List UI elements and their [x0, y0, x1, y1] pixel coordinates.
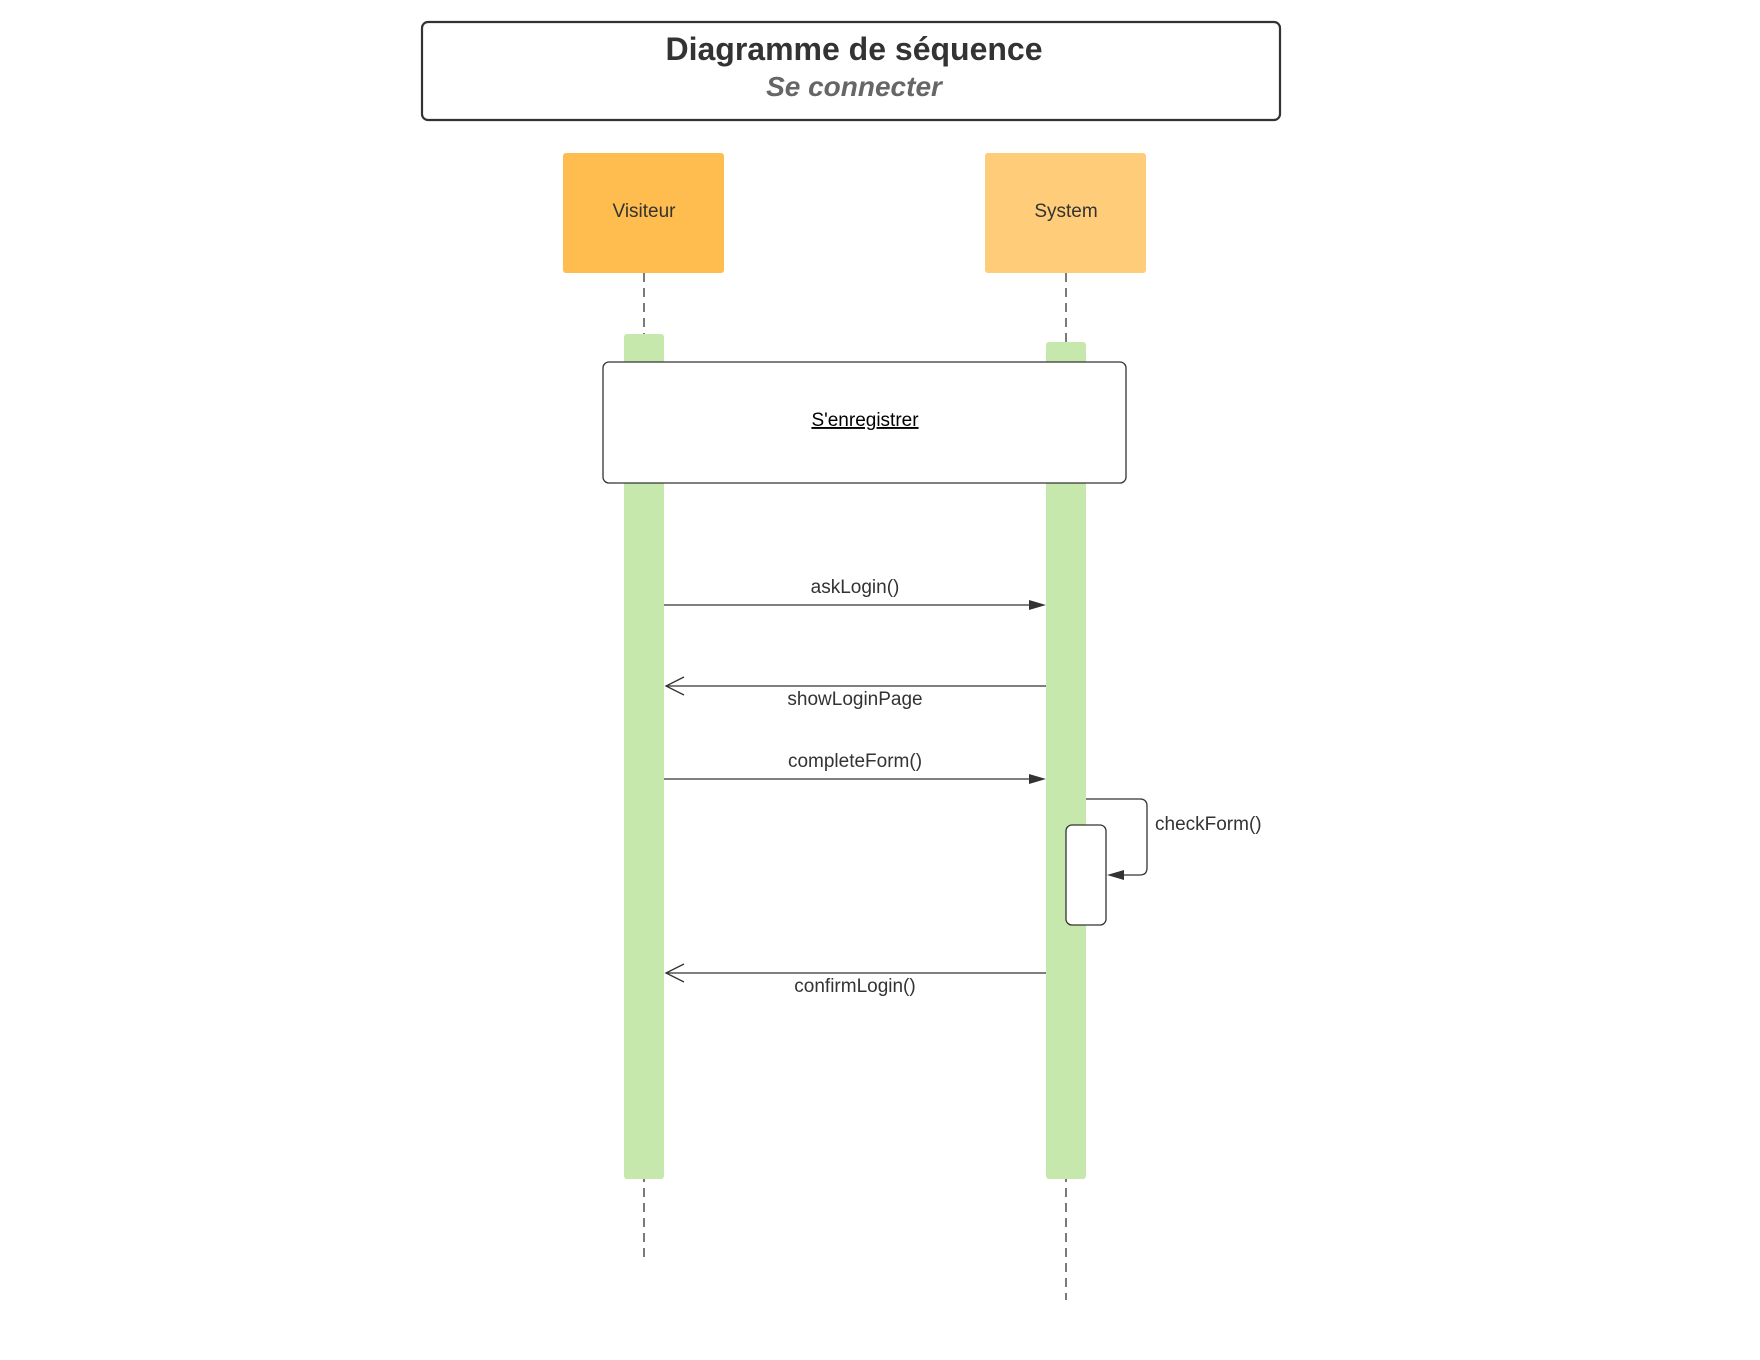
arrowhead-solid — [1107, 870, 1124, 880]
message-asklogin: askLogin() — [664, 577, 1046, 610]
message-showloginpage: showLoginPage — [664, 676, 1046, 710]
arrowhead-open — [664, 676, 685, 696]
actor-label-visiteur: Visiteur — [612, 201, 676, 222]
activation-bar-visiteur — [624, 334, 664, 1179]
message-label: confirmLogin() — [794, 976, 915, 997]
self-call-line — [1086, 798, 1148, 876]
arrowhead-solid — [1029, 600, 1046, 610]
actor-box-system — [985, 153, 1146, 273]
title-frame: Diagramme de séquence Se connecter — [420, 20, 1282, 122]
self-call-activation — [1065, 824, 1107, 926]
actor-visiteur: Visiteur — [563, 153, 724, 273]
ref-fragment-label: S'enregistrer — [811, 410, 919, 431]
actor-system: System — [985, 153, 1146, 273]
message-label: completeForm() — [788, 751, 922, 772]
message-checkform: checkForm() — [1065, 798, 1262, 926]
message-completeform: completeForm() — [664, 751, 1046, 784]
ref-fragment: S'enregistrer — [602, 361, 1127, 484]
actor-label-system: System — [1034, 201, 1097, 222]
message-confirmlogin: confirmLogin() — [664, 963, 1046, 997]
message-label: checkForm() — [1155, 814, 1262, 835]
title-box — [420, 20, 1282, 122]
message-label: showLoginPage — [787, 689, 922, 710]
actor-box-visiteur — [563, 153, 724, 273]
arrowhead-open — [664, 963, 685, 983]
ref-fragment-box — [602, 361, 1127, 484]
diagram-subtitle: Se connecter — [766, 71, 944, 102]
message-label: askLogin() — [811, 577, 900, 598]
diagram-title: Diagramme de séquence — [665, 31, 1042, 67]
activation-bar-system — [1046, 342, 1086, 1179]
arrowhead-solid — [1029, 774, 1046, 784]
